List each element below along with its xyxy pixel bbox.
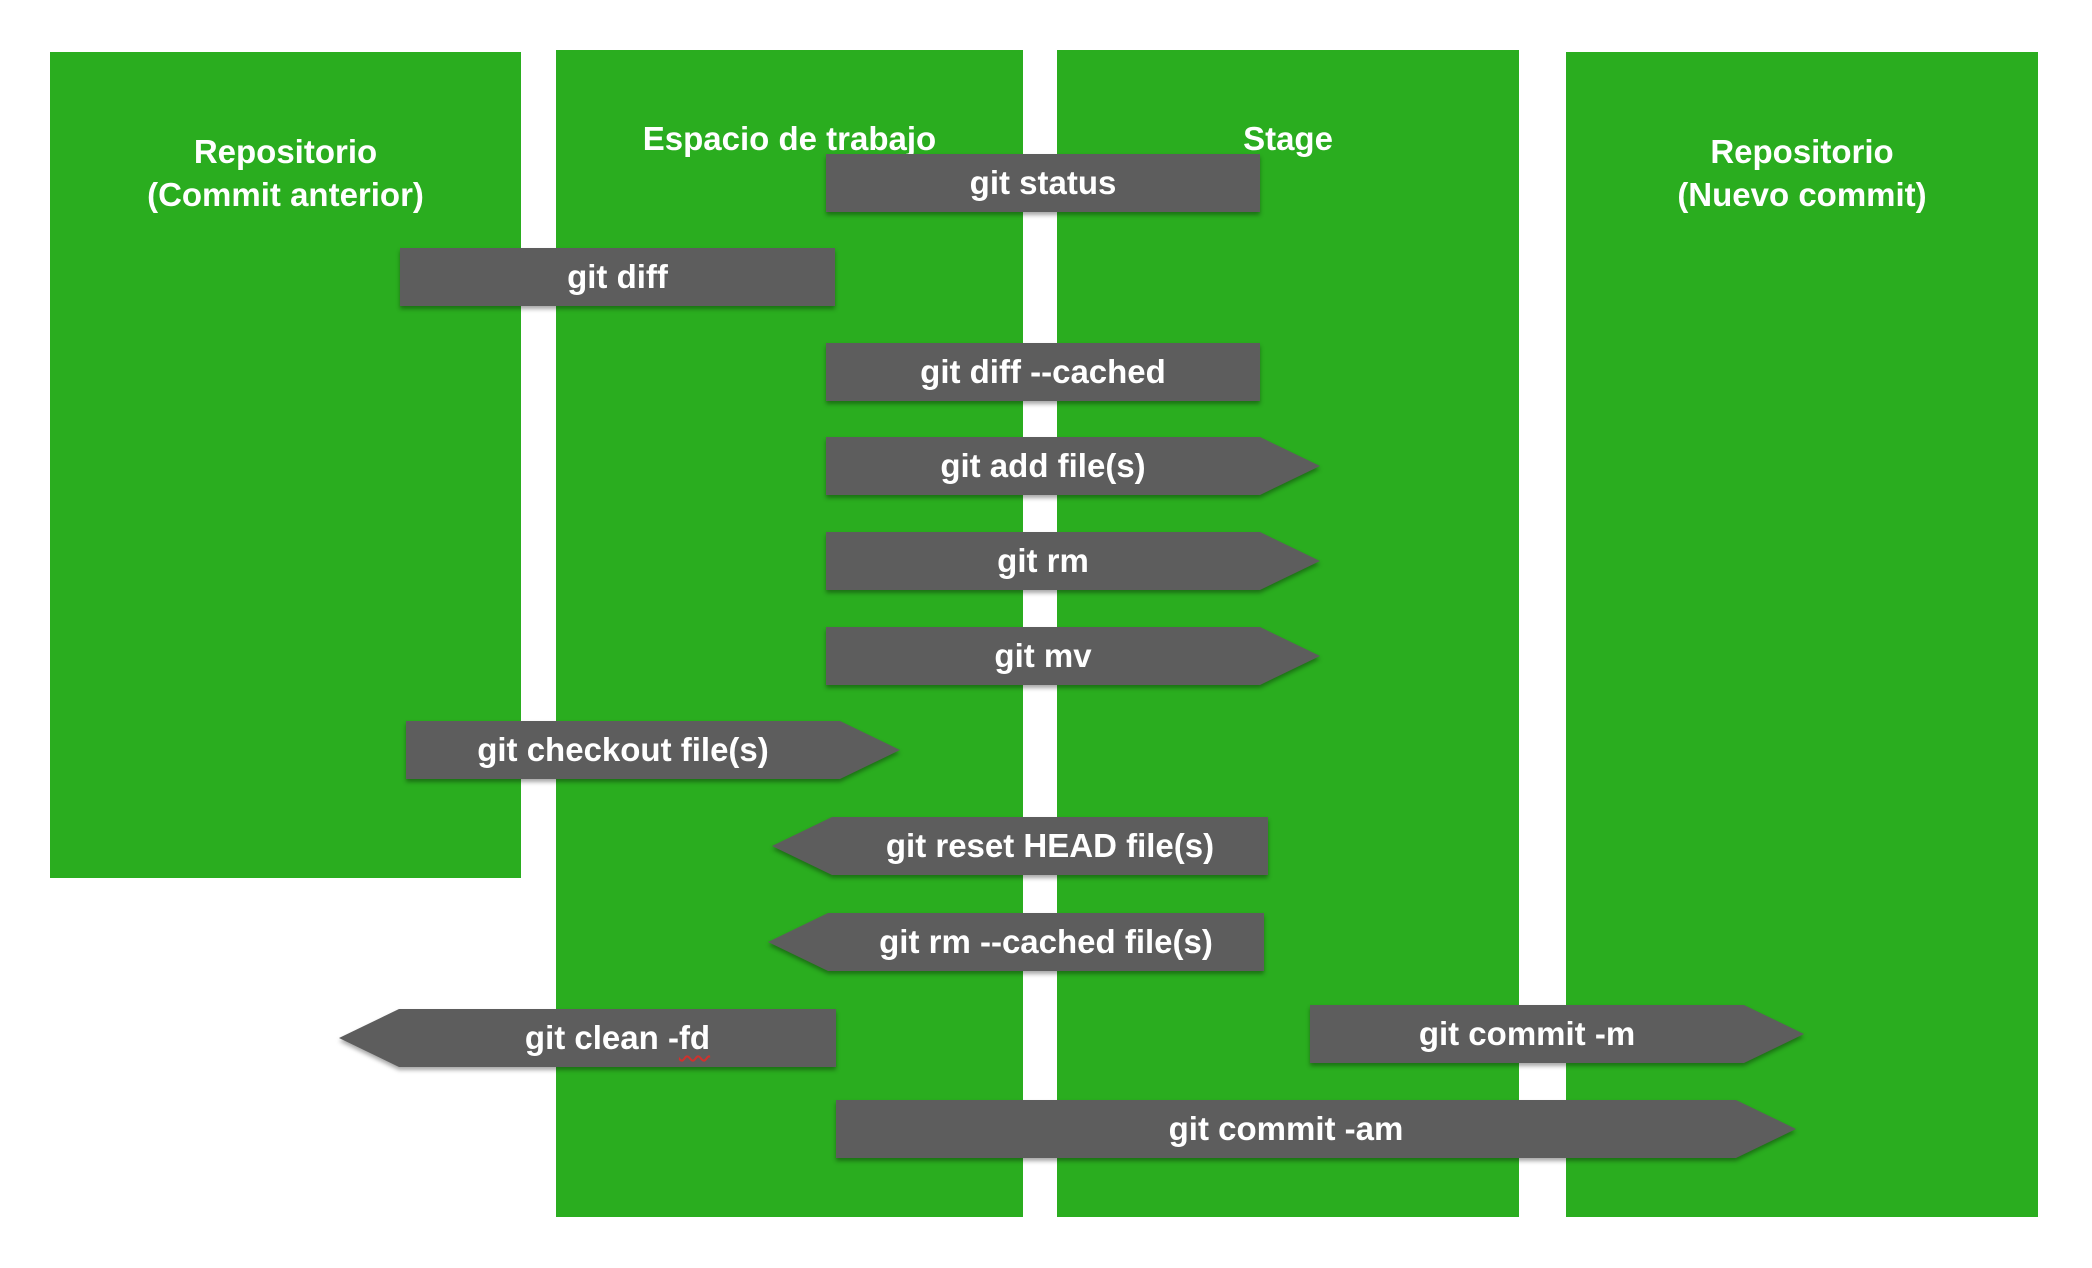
cmd-git-rm-cached: git rm --cached file(s) (768, 913, 1264, 971)
cmd-git-mv: git mv (826, 627, 1320, 685)
cmd-git-status: git status (826, 154, 1260, 212)
cmd-git-clean: git clean -fd (339, 1009, 836, 1067)
cmd-git-clean-flag: fd (678, 1019, 711, 1056)
cmd-git-diff: git diff (400, 248, 835, 306)
cmd-git-reset-head: git reset HEAD file(s) (772, 817, 1268, 875)
column-repo-new-title-line2: (Nuevo commit) (1677, 176, 1927, 213)
column-repo-new-title-line1: Repositorio (1710, 133, 1894, 170)
cmd-git-diff-cached: git diff --cached (826, 343, 1260, 401)
column-repo-previous-title-line1: Repositorio (193, 133, 378, 170)
column-repo-previous: Repositorio (Commit anterior) (50, 52, 521, 878)
column-workspace-title: Espacio de trabajo (642, 120, 937, 157)
column-stage-title: Stage (1243, 120, 1333, 157)
cmd-git-commit-m: git commit -m (1310, 1005, 1804, 1063)
column-repo-previous-title: Repositorio (Commit anterior) (50, 130, 521, 216)
column-repo-previous-title-line2: (Commit anterior) (147, 176, 424, 213)
cmd-git-rm: git rm (826, 532, 1320, 590)
cmd-git-clean-prefix: git clean - (524, 1019, 679, 1056)
cmd-git-add: git add file(s) (826, 437, 1320, 495)
cmd-git-commit-am: git commit -am (836, 1100, 1796, 1158)
cmd-git-checkout: git checkout file(s) (406, 721, 900, 779)
column-repo-new-title: Repositorio (Nuevo commit) (1566, 130, 2038, 216)
